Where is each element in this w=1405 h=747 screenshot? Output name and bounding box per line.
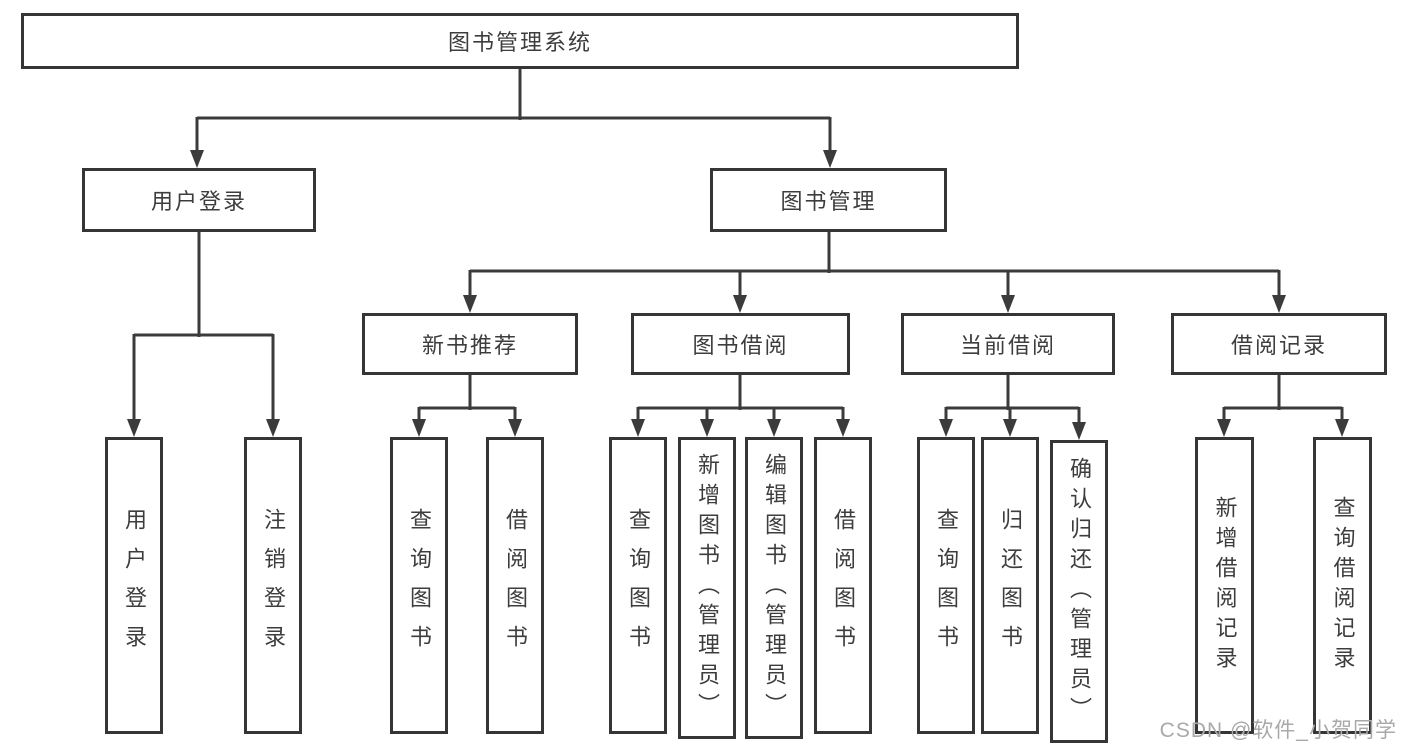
- connector-root-to-level2: [190, 69, 837, 168]
- leaf-query-books-borrow: 查询图书: [609, 437, 667, 734]
- leaf-logout: 注销登录: [244, 437, 302, 734]
- leaf-add-borrow-record-label: 新增借阅记录: [1212, 495, 1238, 676]
- leaf-borrow-books-recommend: 借阅图书: [486, 437, 544, 734]
- node-new-book-recommend: 新书推荐: [362, 313, 578, 375]
- connector-new-book-recommend-to-leaves: [412, 375, 522, 437]
- connector-book-borrow-to-leaves: [631, 375, 850, 437]
- leaf-return-books: 归还图书: [981, 437, 1039, 734]
- leaf-logout-label: 注销登录: [261, 507, 286, 664]
- node-borrow-records-label: 借阅记录: [1230, 333, 1327, 358]
- node-user-login-label: 用户登录: [150, 189, 247, 214]
- node-book-management: 图书管理: [710, 168, 947, 232]
- connector-current-borrow-to-leaves: [939, 375, 1086, 440]
- node-current-borrow: 当前借阅: [901, 313, 1115, 375]
- leaf-borrow-books: 借阅图书: [814, 437, 872, 734]
- leaf-query-books-recommend-label: 查询图书: [407, 507, 432, 664]
- leaf-query-books-current: 查询图书: [917, 437, 975, 734]
- connector-borrow-records-to-leaves: [1217, 375, 1349, 437]
- leaf-borrow-books-recommend-label: 借阅图书: [503, 507, 528, 664]
- leaf-add-books-admin-label: 新增图书（管理员）: [695, 453, 720, 723]
- leaf-confirm-return-admin: 确认归还（管理员）: [1050, 440, 1108, 743]
- leaf-query-borrow-record-label: 查询借阅记录: [1330, 495, 1356, 676]
- node-new-book-recommend-label: 新书推荐: [421, 333, 518, 358]
- leaf-query-books-current-label: 查询图书: [934, 507, 959, 664]
- leaf-return-books-label: 归还图书: [998, 507, 1023, 664]
- node-library-system: 图书管理系统: [21, 13, 1019, 69]
- leaf-confirm-return-admin-label: 确认归还（管理员）: [1067, 456, 1092, 727]
- connector-user-login-to-leaves: [127, 232, 280, 437]
- leaf-query-borrow-record: 查询借阅记录: [1313, 437, 1372, 734]
- leaf-add-books-admin: 新增图书（管理员）: [678, 437, 736, 739]
- node-book-borrow: 图书借阅: [631, 313, 850, 375]
- connector-book-management-to-level3: [463, 232, 1286, 313]
- node-user-login: 用户登录: [82, 168, 316, 232]
- node-library-system-label: 图书管理系统: [447, 30, 592, 55]
- leaf-user-login-label: 用户登录: [122, 507, 147, 664]
- node-borrow-records: 借阅记录: [1171, 313, 1387, 375]
- leaf-borrow-books-label: 借阅图书: [831, 507, 856, 664]
- csdn-watermark: CSDN @软件_小贺同学: [1159, 719, 1397, 742]
- node-book-management-label: 图书管理: [780, 189, 877, 214]
- leaf-edit-books-admin-label: 编辑图书（管理员）: [762, 453, 787, 723]
- leaf-edit-books-admin: 编辑图书（管理员）: [745, 437, 803, 739]
- leaf-query-books-recommend: 查询图书: [390, 437, 448, 734]
- node-current-borrow-label: 当前借阅: [959, 333, 1056, 358]
- leaf-add-borrow-record: 新增借阅记录: [1195, 437, 1254, 734]
- node-book-borrow-label: 图书借阅: [692, 333, 789, 358]
- leaf-query-books-borrow-label: 查询图书: [626, 507, 651, 664]
- leaf-user-login: 用户登录: [105, 437, 163, 734]
